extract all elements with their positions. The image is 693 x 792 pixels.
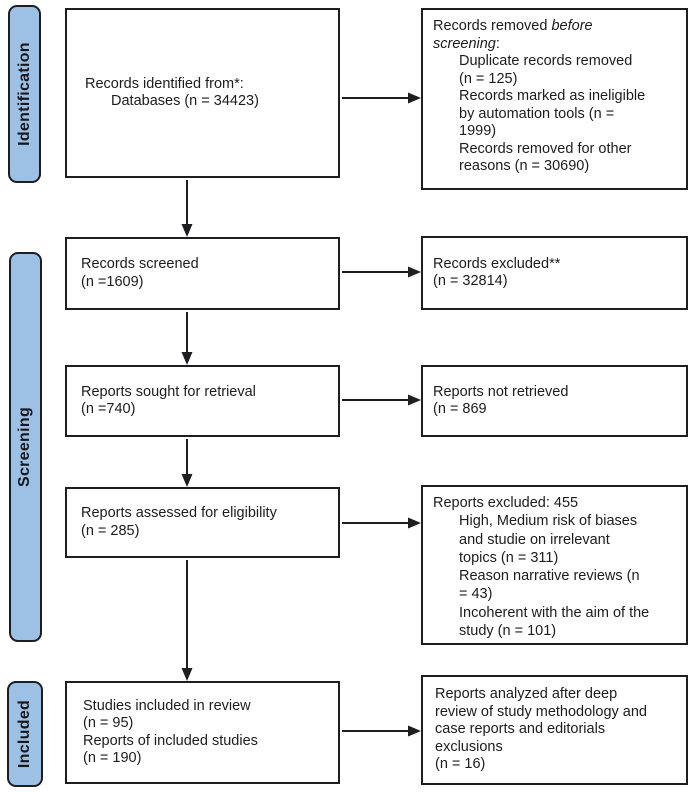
arrow-included-to-analyzed bbox=[342, 725, 421, 737]
stage-bar-identification: Identification bbox=[8, 5, 41, 183]
box-text-line: Incoherent with the aim of the bbox=[459, 604, 650, 621]
box-text-line: case reports and editorials bbox=[435, 721, 606, 737]
box-text-line: Studies included in review bbox=[83, 697, 251, 714]
box-text-line: Reports sought for retrieval bbox=[81, 383, 256, 400]
box-text-line: Records excluded** bbox=[433, 255, 561, 272]
box-text-line: and studie on irrelevant bbox=[459, 531, 610, 548]
box-text-line: (n = 16) bbox=[435, 756, 486, 772]
box-text-line: = 43) bbox=[459, 586, 493, 603]
arrow-sought-to-assessed bbox=[181, 439, 193, 487]
box-text-line: study (n = 101) bbox=[459, 623, 557, 640]
box-reports-not-retrieved: Reports not retrieved(n = 869 bbox=[421, 365, 688, 437]
box-text-line: (n = 32814) bbox=[433, 273, 508, 289]
box-text-line: screening: bbox=[433, 35, 500, 52]
box-records-screened: Records screened(n =1609) bbox=[65, 237, 340, 310]
box-text-line: Records removed for other bbox=[459, 140, 632, 157]
box-text-line: Reports excluded: 455 bbox=[433, 495, 579, 511]
box-text-line: Duplicate records removed bbox=[459, 53, 633, 69]
box-text-line: Records marked as ineligible bbox=[459, 88, 646, 104]
box-text-line: Records screened bbox=[81, 256, 199, 272]
box-studies-included: Studies included in review(n = 95)Report… bbox=[65, 681, 340, 784]
box-text-line: Reports assessed for eligibility bbox=[81, 505, 277, 521]
box-text-line: Reason narrative reviews (n bbox=[459, 568, 640, 585]
stage-bar-screening: Screening bbox=[9, 252, 42, 642]
box-text-line: (n =1609) bbox=[81, 273, 144, 290]
box-text-line: (n = 285) bbox=[81, 522, 140, 539]
arrow-assessed-to-excluded-reasons bbox=[342, 517, 421, 529]
box-text-line: reasons (n = 30690) bbox=[459, 158, 590, 174]
box-text-line: (n = 95) bbox=[83, 715, 134, 731]
box-text-line: 1999) bbox=[459, 123, 497, 139]
box-reports-sought: Reports sought for retrieval(n =740) bbox=[65, 365, 340, 437]
stage-bar-included: Included bbox=[7, 681, 43, 787]
box-text-line: Records removed before bbox=[433, 18, 593, 34]
stage-label-screening: Screening bbox=[16, 406, 34, 488]
stage-label-included: Included bbox=[16, 699, 33, 769]
stage-label-identification: Identification bbox=[15, 42, 33, 146]
box-text-line: Reports of included studies bbox=[83, 732, 258, 749]
box-records-identified: Records identified from*:Databases (n = … bbox=[65, 8, 340, 178]
box-text-line: by automation tools (n = bbox=[459, 105, 615, 122]
box-records-excluded: Records excluded**(n = 32814) bbox=[421, 236, 688, 310]
box-text-line: (n =740) bbox=[81, 401, 136, 417]
box-text-line: (n = 869 bbox=[433, 401, 487, 417]
arrow-screened-to-excluded bbox=[342, 266, 421, 278]
arrow-assessed-to-included bbox=[181, 560, 193, 681]
arrow-identified-to-screened bbox=[181, 180, 193, 237]
box-text-line: Reports not retrieved bbox=[433, 383, 569, 400]
box-text-line: Records identified from*: bbox=[85, 75, 244, 92]
arrow-sought-to-not-retrieved bbox=[342, 394, 421, 406]
arrow-identified-to-removed bbox=[342, 92, 421, 104]
box-text-line: High, Medium risk of biases bbox=[459, 513, 638, 530]
box-text-line: exclusions bbox=[435, 738, 503, 755]
box-text-line: (n = 125) bbox=[459, 70, 518, 87]
box-reports-assessed: Reports assessed for eligibility(n = 285… bbox=[65, 487, 340, 558]
box-text-line: review of study methodology and bbox=[435, 703, 647, 720]
box-text-line: Databases (n = 34423) bbox=[111, 93, 259, 109]
box-text-line: topics (n = 311) bbox=[459, 549, 559, 566]
box-text-line: (n = 190) bbox=[83, 750, 142, 766]
arrow-screened-to-sought bbox=[181, 312, 193, 365]
box-text-line: Reports analyzed after deep bbox=[435, 686, 618, 702]
